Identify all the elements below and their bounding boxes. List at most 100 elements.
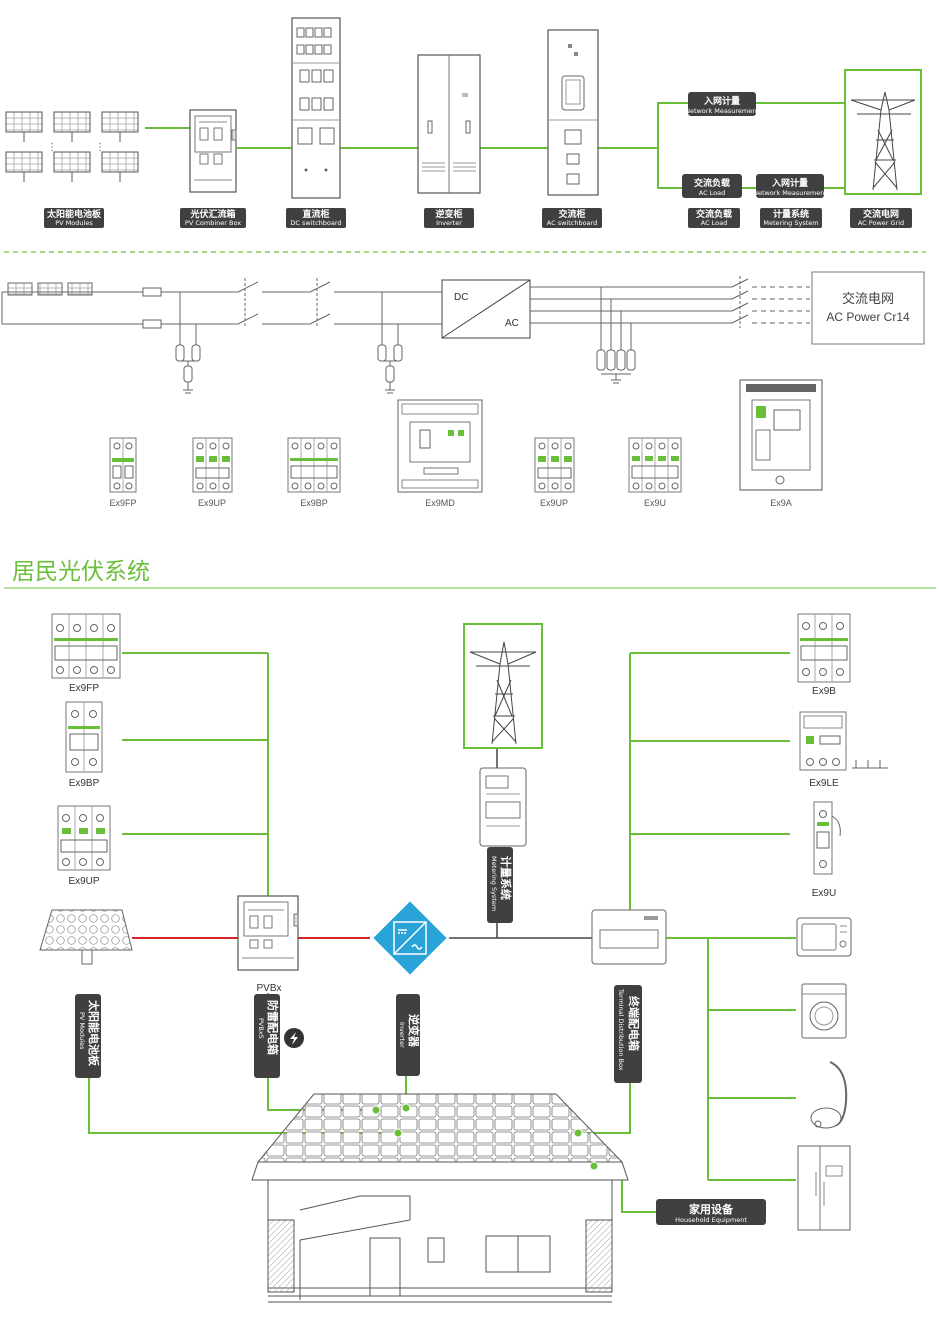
block-caption-pv-modules: 太阳能电池板 PV Modules (44, 208, 104, 228)
microwave-icon (796, 917, 852, 957)
svg-text:⋮: ⋮ (47, 142, 57, 153)
svg-text:PVBxS: PVBxS (257, 1018, 265, 1039)
single-line-diagram (1, 271, 925, 394)
svg-text:防雷配电箱: 防雷配电箱 (266, 1000, 280, 1055)
product-ex9a (739, 379, 823, 491)
block-caption-ac-power-grid: 交流电网 AC Power Grid (850, 208, 912, 228)
svg-text:计量系统: 计量系统 (773, 208, 809, 220)
product-label: Ex9LE (809, 778, 839, 789)
tag-en: Network Measurement (685, 107, 759, 115)
vacuum-cleaner-icon (810, 1061, 848, 1129)
dc-label: DC (454, 292, 468, 303)
tag-cn: 交流负载 (694, 177, 730, 189)
vlabel-metering-system: 计量系统 Metering System (487, 847, 513, 923)
meter-icon (479, 767, 527, 847)
product-label: Ex9UP (68, 876, 99, 887)
tag-en: Network Measurement (753, 189, 827, 197)
product-ex9fp-res (51, 613, 121, 679)
svg-text:AC Load: AC Load (701, 219, 728, 227)
svg-text:家用设备: 家用设备 (689, 1202, 734, 1216)
house-icon (251, 1093, 629, 1303)
product-ex9bp (287, 437, 341, 493)
inverter-cabinet-icon (417, 54, 481, 194)
tag-network-measurement-2: 入网计量 Network Measurement (753, 174, 827, 198)
flow-lines (145, 102, 845, 189)
product-label: Ex9U (812, 888, 836, 899)
svg-text:AC switchboard: AC switchboard (547, 219, 597, 227)
svg-text:Inverter: Inverter (398, 1022, 406, 1048)
product-row: Ex9FP Ex9UP Ex9BP Ex9MD Ex9UP Ex9U Ex9A (109, 379, 823, 508)
block-caption-metering-system: 计量系统 Metering System (760, 208, 822, 228)
block-caption-dc-switchboard: 直流柜 DC switchboard (286, 208, 346, 228)
svg-text:Metering System: Metering System (490, 856, 498, 911)
product-ex9u-res (813, 801, 841, 875)
vlabel-pvbxs: 防雷配电箱 PVBxS (254, 994, 280, 1078)
product-ex9up (192, 437, 233, 493)
inverter-icon (370, 898, 450, 978)
product-label: Ex9FP (69, 683, 99, 694)
block-caption-combiner-box: 光伏汇流箱 PV Combiner Box (180, 208, 246, 228)
block-caption-inverter: 逆变柜 Inverter (424, 208, 474, 228)
product-ex9u (628, 437, 682, 493)
svg-text:交流电网: 交流电网 (863, 208, 899, 220)
svg-text:终端配电箱: 终端配电箱 (627, 996, 641, 1051)
product-label: Ex9MD (425, 498, 455, 508)
dc-switchboard-icon (291, 17, 341, 199)
svg-text:Terminal Distribution Box: Terminal Distribution Box (617, 988, 625, 1071)
block-caption-ac-switchboard: 交流柜 AC switchboard (542, 208, 602, 228)
tag-cn: 入网计量 (703, 95, 740, 107)
product-label: Ex9UP (540, 498, 568, 508)
vlabel-inverter: 逆变器 Inverter (396, 994, 421, 1076)
power-grid-tower-res-icon (463, 623, 543, 749)
product-label: Ex9U (644, 498, 666, 508)
product-ex9bp-res (65, 701, 103, 773)
product-label: Ex9BP (300, 498, 328, 508)
svg-text:交流负载: 交流负载 (696, 208, 732, 220)
product-ex9md (397, 399, 483, 493)
residential-diagram: Ex9FP Ex9BP Ex9UP Ex9B (39, 613, 888, 1303)
svg-text:逆变柜: 逆变柜 (435, 208, 462, 220)
distribution-box-icon (591, 909, 667, 965)
spd-symbol-1 (175, 344, 201, 394)
spd-symbol-ac (596, 349, 636, 384)
svg-text:逆变器: 逆变器 (407, 1014, 421, 1048)
block-caption-ac-load: 交流负载 AC Load (688, 208, 740, 228)
grid-en-label: AC Power Cr14 (826, 310, 910, 324)
product-ex9up-2 (534, 437, 575, 493)
svg-text:PV Modules: PV Modules (78, 1012, 86, 1050)
roof-connection-dots (371, 1103, 599, 1171)
pv-modules-icon: ⋮ ⋮ (5, 111, 139, 182)
svg-text:Household Equipment: Household Equipment (675, 1216, 747, 1224)
product-ex9up-res (57, 805, 111, 871)
pv-box-icon (237, 895, 299, 971)
solar-panel-icon (39, 909, 133, 965)
vlabel-terminal-distribution-box: 终端配电箱 Terminal Distribution Box (614, 985, 642, 1083)
pvbox-label: PVBx (256, 983, 281, 994)
spd-symbol-2 (377, 344, 403, 394)
pv-panels-small-icon (7, 282, 93, 296)
ac-grid-box (811, 271, 925, 345)
product-label: Ex9FP (109, 498, 136, 508)
tag-cn: 入网计量 (771, 177, 808, 189)
lightning-icon (284, 1028, 304, 1048)
svg-text:Metering System: Metering System (763, 219, 818, 227)
ac-label: AC (505, 318, 519, 329)
product-label: Ex9UP (198, 498, 226, 508)
vlabel-pv-modules: 太阳能电池板 PV Modules (75, 994, 101, 1078)
tag-network-measurement-1: 入网计量 Network Measurement (685, 92, 759, 116)
tag-en: AC Load (699, 189, 726, 197)
product-label: Ex9BP (69, 778, 100, 789)
svg-text:交流柜: 交流柜 (558, 208, 585, 220)
svg-text:DC switchboard: DC switchboard (290, 219, 341, 227)
tag-ac-load: 交流负载 AC Load (682, 174, 742, 198)
product-ex9le-res (799, 711, 888, 771)
svg-text:太阳能电池板: 太阳能电池板 (46, 208, 102, 220)
product-label: Ex9B (812, 686, 836, 697)
refrigerator-icon (797, 1145, 851, 1231)
svg-text:计量系统: 计量系统 (499, 856, 513, 900)
svg-text:太阳能电池板: 太阳能电池板 (87, 999, 101, 1067)
product-label: Ex9A (770, 498, 792, 508)
grid-cn-label: 交流电网 (842, 291, 894, 307)
household-equipment-label: 家用设备 Household Equipment (656, 1199, 766, 1225)
